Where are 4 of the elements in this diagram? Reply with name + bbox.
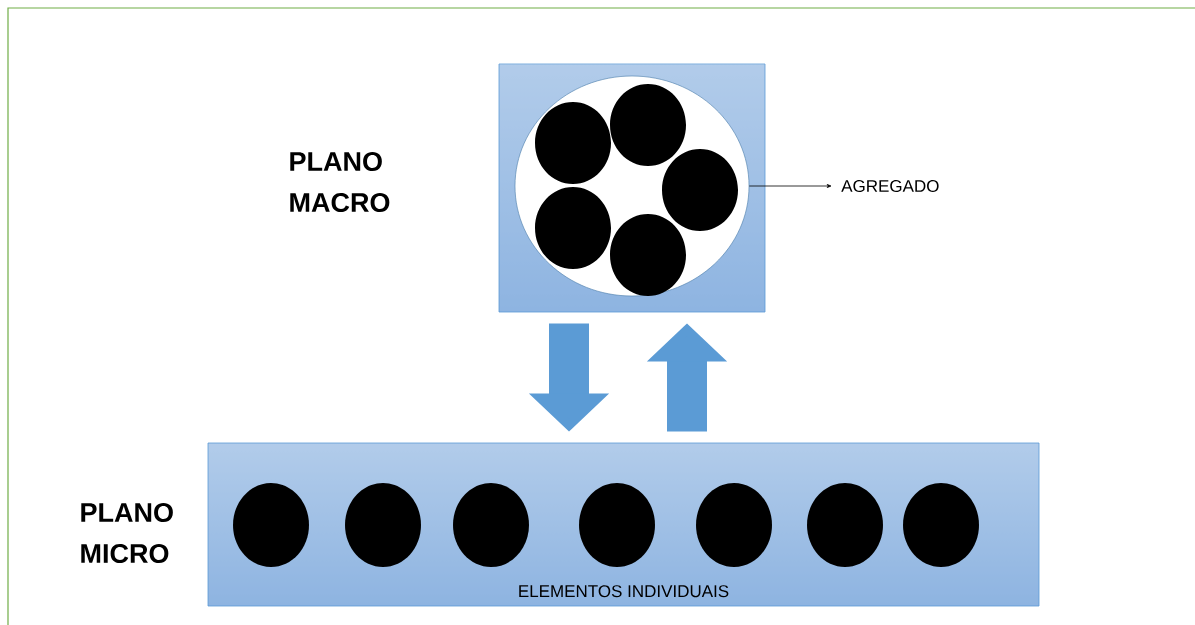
- leader-line: [748, 184, 832, 188]
- callout-label: AGREGADO: [841, 180, 939, 193]
- level-label: PLANO MACRO: [290, 151, 390, 213]
- level-label: PLANO MICRO: [81, 502, 173, 564]
